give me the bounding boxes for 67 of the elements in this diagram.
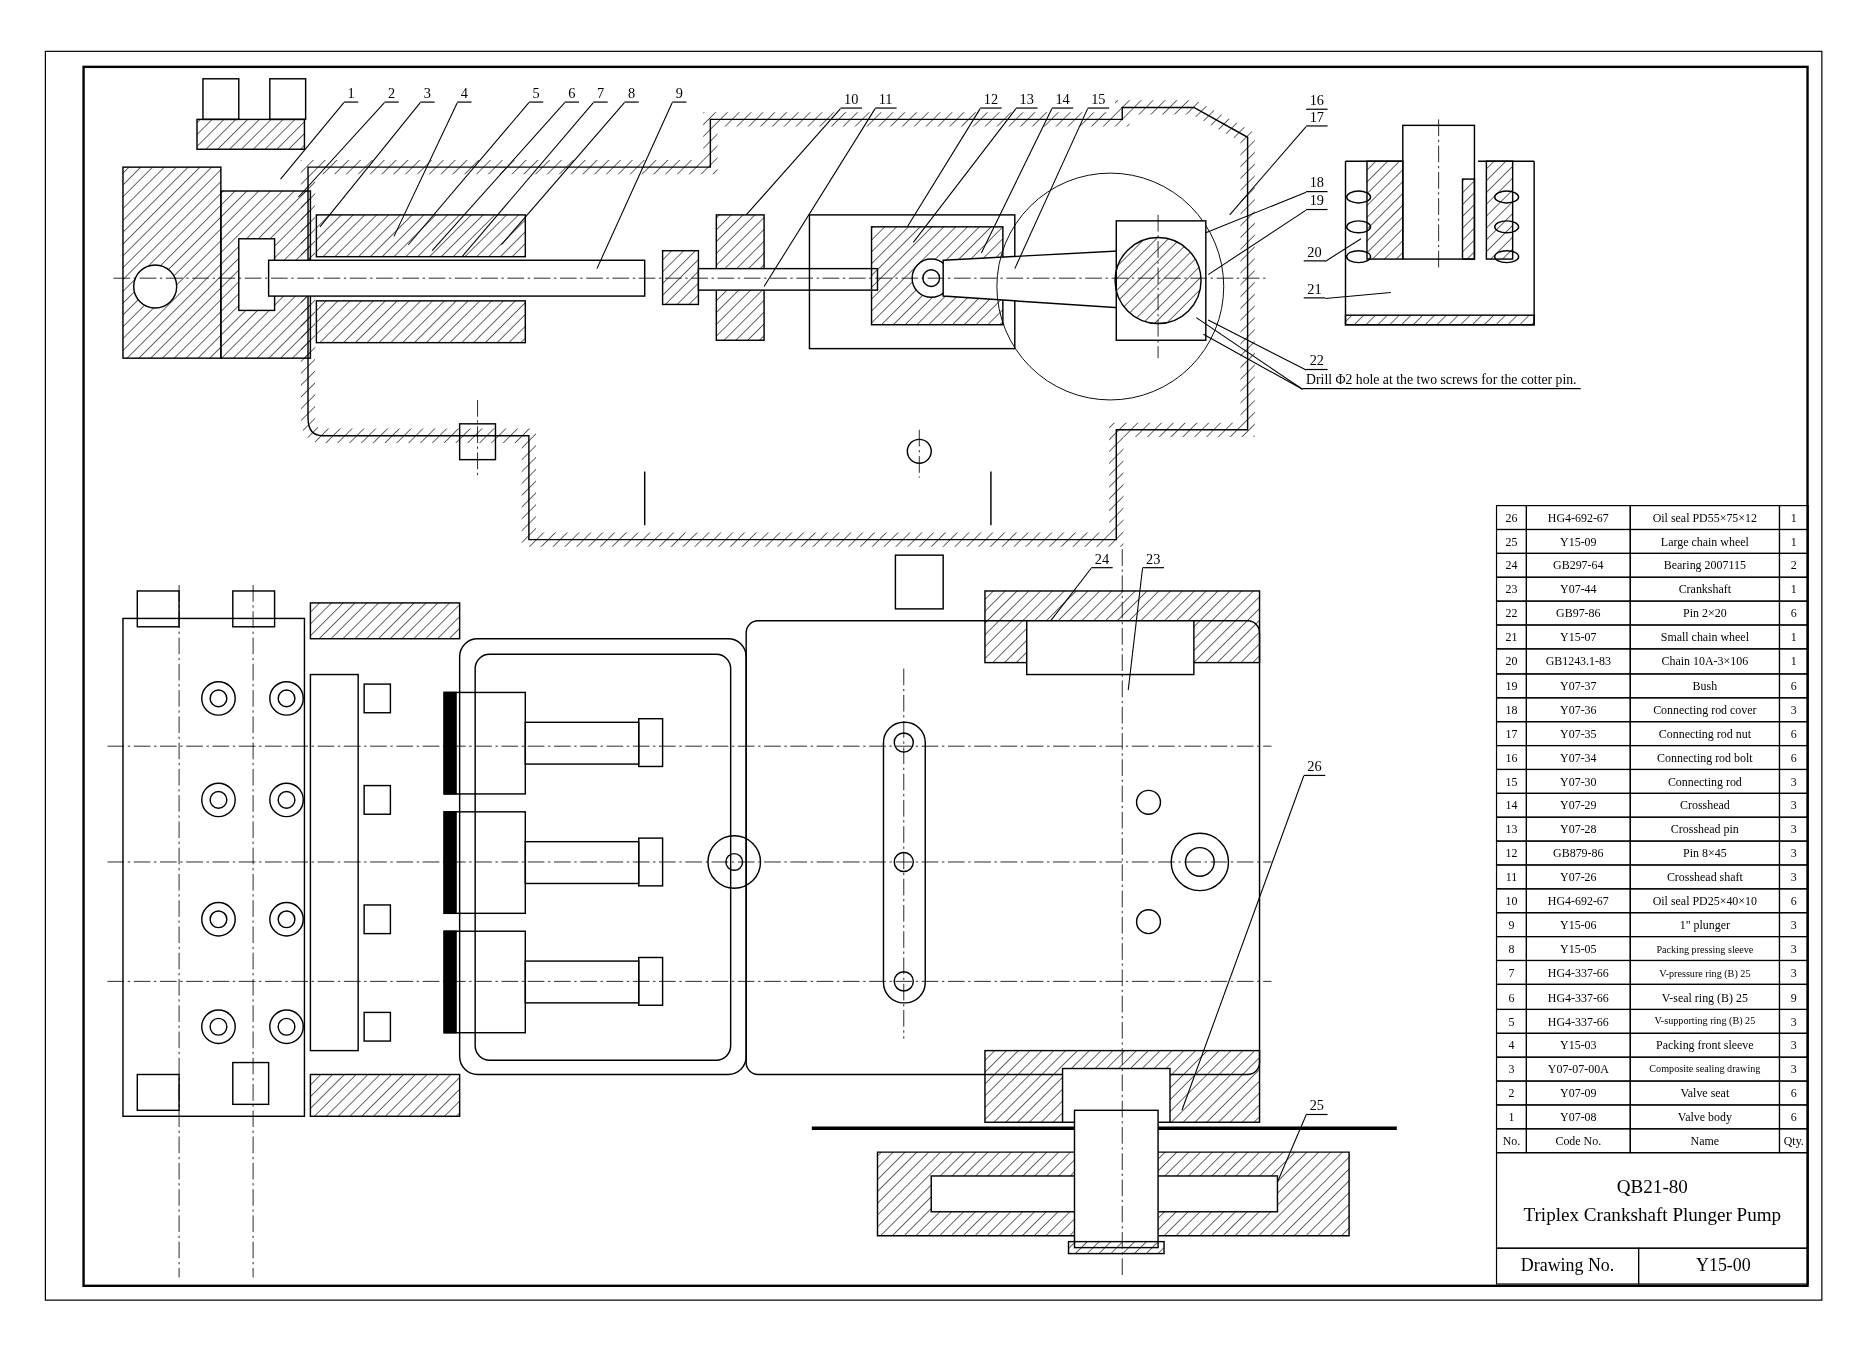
leader-line — [1207, 209, 1307, 276]
leader-line — [1050, 567, 1092, 622]
callout-number: 2 — [384, 85, 399, 103]
leader-line — [1202, 333, 1304, 390]
callout-number: 20 — [1303, 244, 1326, 262]
leader-line — [1207, 319, 1307, 371]
leader-line — [500, 102, 625, 246]
quantity: 3 — [1778, 936, 1809, 962]
leader-line — [1229, 126, 1307, 216]
part-number: 15 — [1495, 768, 1527, 794]
model-number: QB21-80 — [1616, 1175, 1688, 1197]
leader-line — [596, 102, 673, 270]
part-number: 25 — [1495, 528, 1527, 555]
part-number: 16 — [1495, 744, 1527, 770]
callout-number: 14 — [1051, 91, 1074, 109]
callout-number: 3 — [420, 85, 435, 103]
quantity: 3 — [1778, 960, 1809, 986]
callout-number: 17 — [1306, 109, 1328, 127]
callout-number: 23 — [1142, 551, 1165, 569]
part-number: 8 — [1495, 936, 1527, 962]
quantity: 6 — [1778, 744, 1809, 770]
leader-line — [319, 102, 421, 228]
quantity: 1 — [1778, 528, 1809, 555]
callout-number: 15 — [1087, 91, 1110, 109]
leader-line — [393, 102, 458, 237]
leader-line — [912, 108, 1017, 243]
leader-line — [980, 108, 1053, 254]
part-number: 5 — [1495, 1008, 1527, 1034]
callout-number: 26 — [1303, 759, 1326, 776]
callout-number: 13 — [1016, 91, 1038, 109]
leader-line — [1324, 291, 1392, 299]
leader-line — [1181, 775, 1305, 1111]
leader-line — [280, 102, 345, 180]
drawing-title: Triplex Crankshaft Plunger Pump — [1523, 1204, 1782, 1226]
part-number: 7 — [1495, 960, 1527, 986]
callout-number: 9 — [672, 85, 687, 103]
callout-number: 16 — [1306, 93, 1328, 110]
callout-number: 21 — [1303, 281, 1326, 299]
callout-number: 4 — [457, 85, 472, 103]
leader-line — [1127, 567, 1144, 691]
leader-line — [1014, 108, 1089, 270]
callout-number: 6 — [564, 85, 580, 103]
callout-number: 24 — [1091, 551, 1113, 569]
callout-number: 18 — [1306, 175, 1328, 193]
leader-line — [1276, 1114, 1307, 1183]
leader-line — [763, 108, 876, 288]
leader-line — [461, 102, 594, 258]
leader-line — [297, 102, 385, 198]
callout-number: 8 — [624, 85, 639, 103]
leader-line — [1324, 238, 1362, 262]
leader-line — [1205, 191, 1307, 234]
callout-number: 5 — [528, 85, 544, 103]
callout-number: 10 — [840, 91, 862, 109]
quantity: 3 — [1778, 1008, 1809, 1034]
callout-number: 22 — [1306, 353, 1328, 371]
callout-number: 1 — [343, 85, 359, 103]
leader-line — [745, 108, 842, 216]
note-text: Drill Φ2 hole at the two screws for the cotter pin. — [1302, 372, 1581, 390]
callout-number: 7 — [593, 85, 608, 103]
quantity: 3 — [1778, 768, 1809, 794]
callout-number: 11 — [875, 91, 897, 109]
leader-line — [407, 102, 530, 246]
callout-number: 19 — [1306, 193, 1328, 211]
callout-number: 25 — [1306, 1098, 1328, 1116]
callout-number: 12 — [980, 91, 1002, 109]
leader-line — [431, 102, 566, 252]
leader-line — [906, 108, 981, 228]
